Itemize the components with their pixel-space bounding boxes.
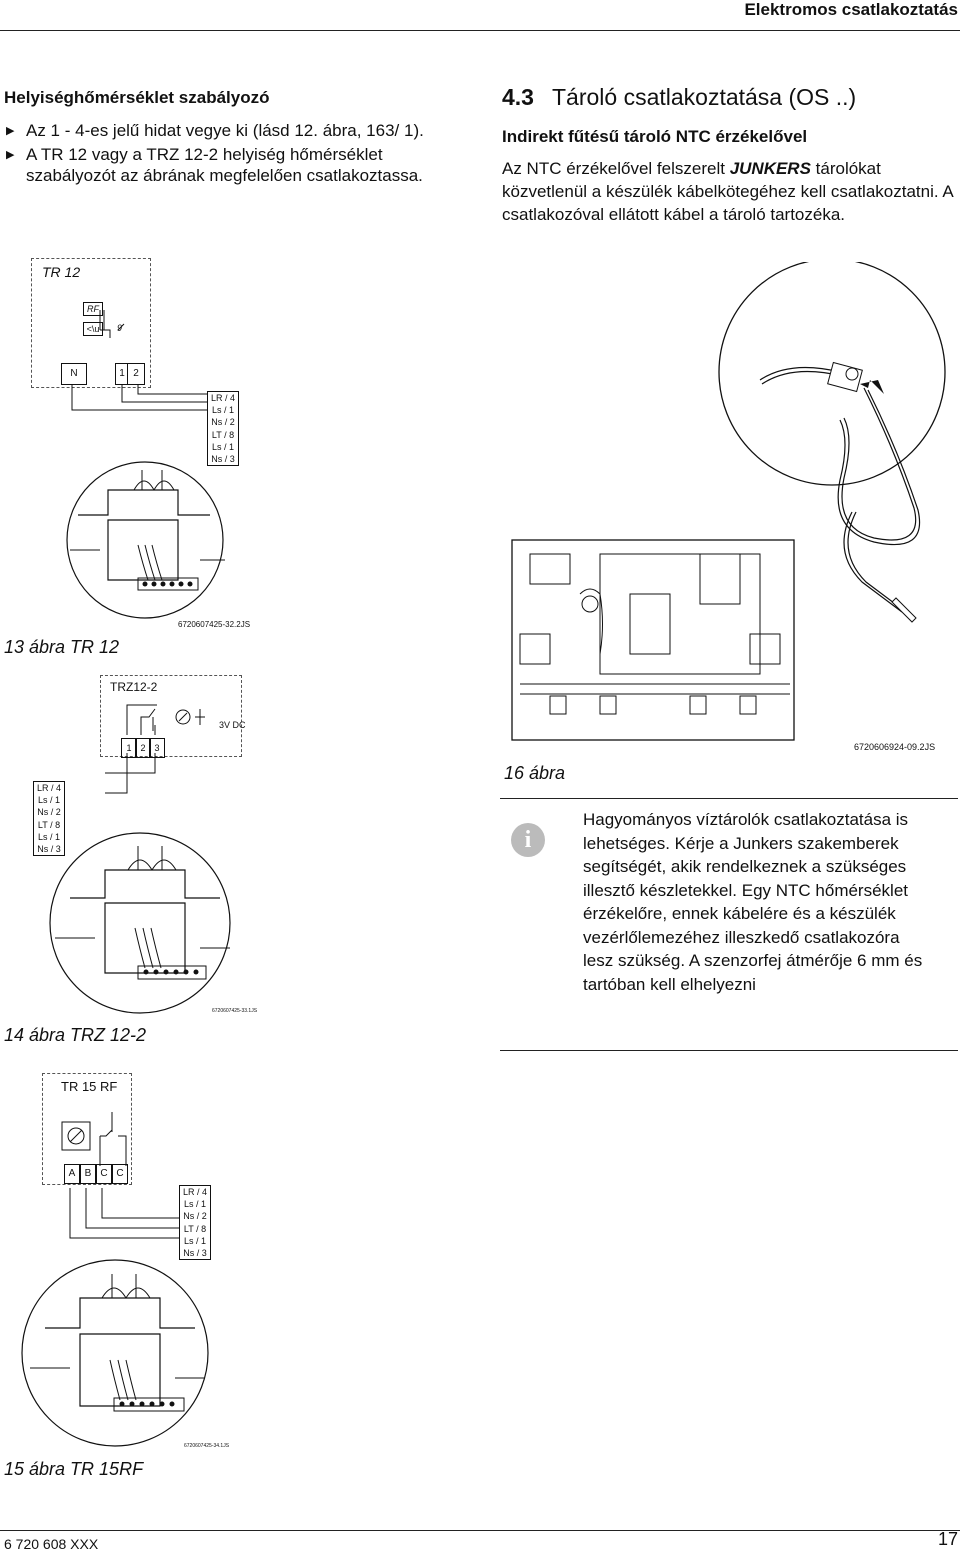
- fig16-caption: 16 ábra: [504, 763, 566, 783]
- section-body: Az NTC érzékelővel felszerelt JUNKERS tá…: [502, 157, 957, 226]
- trz12-dashed-frame: [100, 675, 242, 757]
- wire-label: Ls / 1: [183, 1235, 206, 1246]
- footer-rule: [0, 1530, 960, 1531]
- tr12-wiring: [71, 310, 208, 411]
- fig15-caption: 15 ábra TR 15RF: [4, 1459, 144, 1479]
- trz12-wiring: [105, 704, 205, 794]
- wire-label: LT / 8: [37, 819, 61, 830]
- wire-label: LR / 4: [182, 1187, 207, 1197]
- terminal-2: 2: [127, 363, 145, 385]
- power-label: 3V DC: [219, 720, 246, 730]
- boiler-drawing: [511, 539, 795, 741]
- tr15-dashed-frame: [42, 1073, 132, 1185]
- tr15-terminal-c: C: [96, 1164, 112, 1184]
- fig14-code: 6720607425-33.1JS: [212, 1008, 258, 1014]
- trz12-wire-labels: LR / 4 Ls / 1 Ns / 2 LT / 8 Ls / 1 Ns / …: [33, 781, 65, 857]
- wire-label: Ns / 2: [37, 807, 61, 818]
- body-text-end: tárolókat közvetlenül a készülék kábelkö…: [502, 159, 953, 224]
- wire-label: Ls / 1: [211, 405, 234, 416]
- tr12-label: TR 12: [42, 264, 81, 280]
- tr15-terminal-c2: C: [112, 1164, 128, 1184]
- wire-label: Ns / 2: [211, 417, 235, 428]
- page-number: 17: [937, 1529, 958, 1549]
- fig13-caption: 13 ábra TR 12: [4, 637, 120, 657]
- wire-label: Ns / 3: [37, 844, 61, 855]
- wire-label: Ns / 3: [211, 454, 235, 465]
- wire-label: Ls / 1: [183, 1199, 206, 1210]
- wire-label: LR / 4: [36, 783, 61, 793]
- fig13-code: 6720607425-32.2JS: [178, 620, 251, 629]
- document-number: 6 720 608 XXX: [4, 1536, 99, 1552]
- tr15-terminal-b: B: [80, 1164, 96, 1184]
- section-title: 4.3 Tároló csatlakoztatása (OS ..): [502, 84, 856, 111]
- info-icon: i: [511, 823, 545, 857]
- wire-label: Ns / 2: [183, 1211, 207, 1222]
- sub-heading: Indirekt fűtésű tároló NTC érzékelővel: [502, 127, 808, 146]
- rf-label: RF: [83, 302, 103, 316]
- info-rule-top: [500, 798, 958, 799]
- trz-terminal-3: 3: [149, 738, 165, 758]
- fig14-caption: 14 ábra TRZ 12-2: [4, 1025, 147, 1045]
- body-text-start: Az NTC érzékelővel felszerelt: [502, 159, 730, 178]
- left-heading: Helyiséghőmérséklet szabályozó: [4, 88, 270, 107]
- tr12-dashed-frame: [31, 258, 151, 388]
- wire-label: LR / 4: [210, 393, 235, 403]
- trz12-connector-detail: [49, 832, 231, 1014]
- wire-label: LT / 8: [183, 1223, 207, 1234]
- fig16-code: 6720606924-09.2JS: [854, 742, 936, 752]
- instruction-item: A TR 12 vagy a TRZ 12-2 helyiség hőmérsé…: [4, 144, 474, 186]
- instruction-list: Az 1 - 4-es jelű hidat vegye ki (lásd 12…: [4, 120, 474, 189]
- instruction-item: Az 1 - 4-es jelű hidat vegye ki (lásd 12…: [4, 120, 474, 142]
- header-rule: [0, 30, 960, 31]
- info-rule-bottom: [500, 1050, 958, 1051]
- section-title-text: Tároló csatlakoztatása (OS ..): [551, 84, 857, 110]
- tr15-connector-detail: [21, 1259, 209, 1447]
- wire-label: Ns / 3: [183, 1248, 207, 1259]
- brand-name: JUNKERS: [729, 159, 811, 178]
- wire-label: LT / 8: [211, 429, 235, 440]
- tr15-label: TR 15 RF: [61, 1079, 118, 1094]
- fig15-code: 6720607425-34.1JS: [184, 1443, 230, 1449]
- wire-label: Ls / 1: [211, 441, 234, 452]
- section-number: 4.3: [502, 84, 534, 110]
- terminal-n: N: [61, 363, 87, 385]
- trz-terminal-1: 1: [121, 738, 137, 758]
- info-text: Hagyományos víztárolók csatlakoztatása i…: [583, 810, 923, 994]
- tr12-wire-labels: LR / 4 Ls / 1 Ns / 2 LT / 8 Ls / 1 Ns / …: [207, 391, 239, 467]
- time-label: <\u: [83, 322, 103, 336]
- wire-label: Ls / 1: [37, 795, 60, 806]
- tr15-wiring: [61, 1112, 180, 1239]
- running-header: Elektromos csatlakoztatás: [744, 0, 958, 19]
- ntc-cable-illustration: [718, 262, 946, 623]
- wire-label: Ls / 1: [37, 831, 60, 842]
- tr12-connector-detail: [66, 461, 225, 619]
- tr15-wire-labels: LR / 4 Ls / 1 Ns / 2 LT / 8 Ls / 1 Ns / …: [179, 1185, 211, 1261]
- tr15-terminal-a: A: [64, 1164, 80, 1184]
- trz12-label: TRZ12-2: [110, 680, 158, 694]
- trz-terminal-2: 2: [135, 738, 151, 758]
